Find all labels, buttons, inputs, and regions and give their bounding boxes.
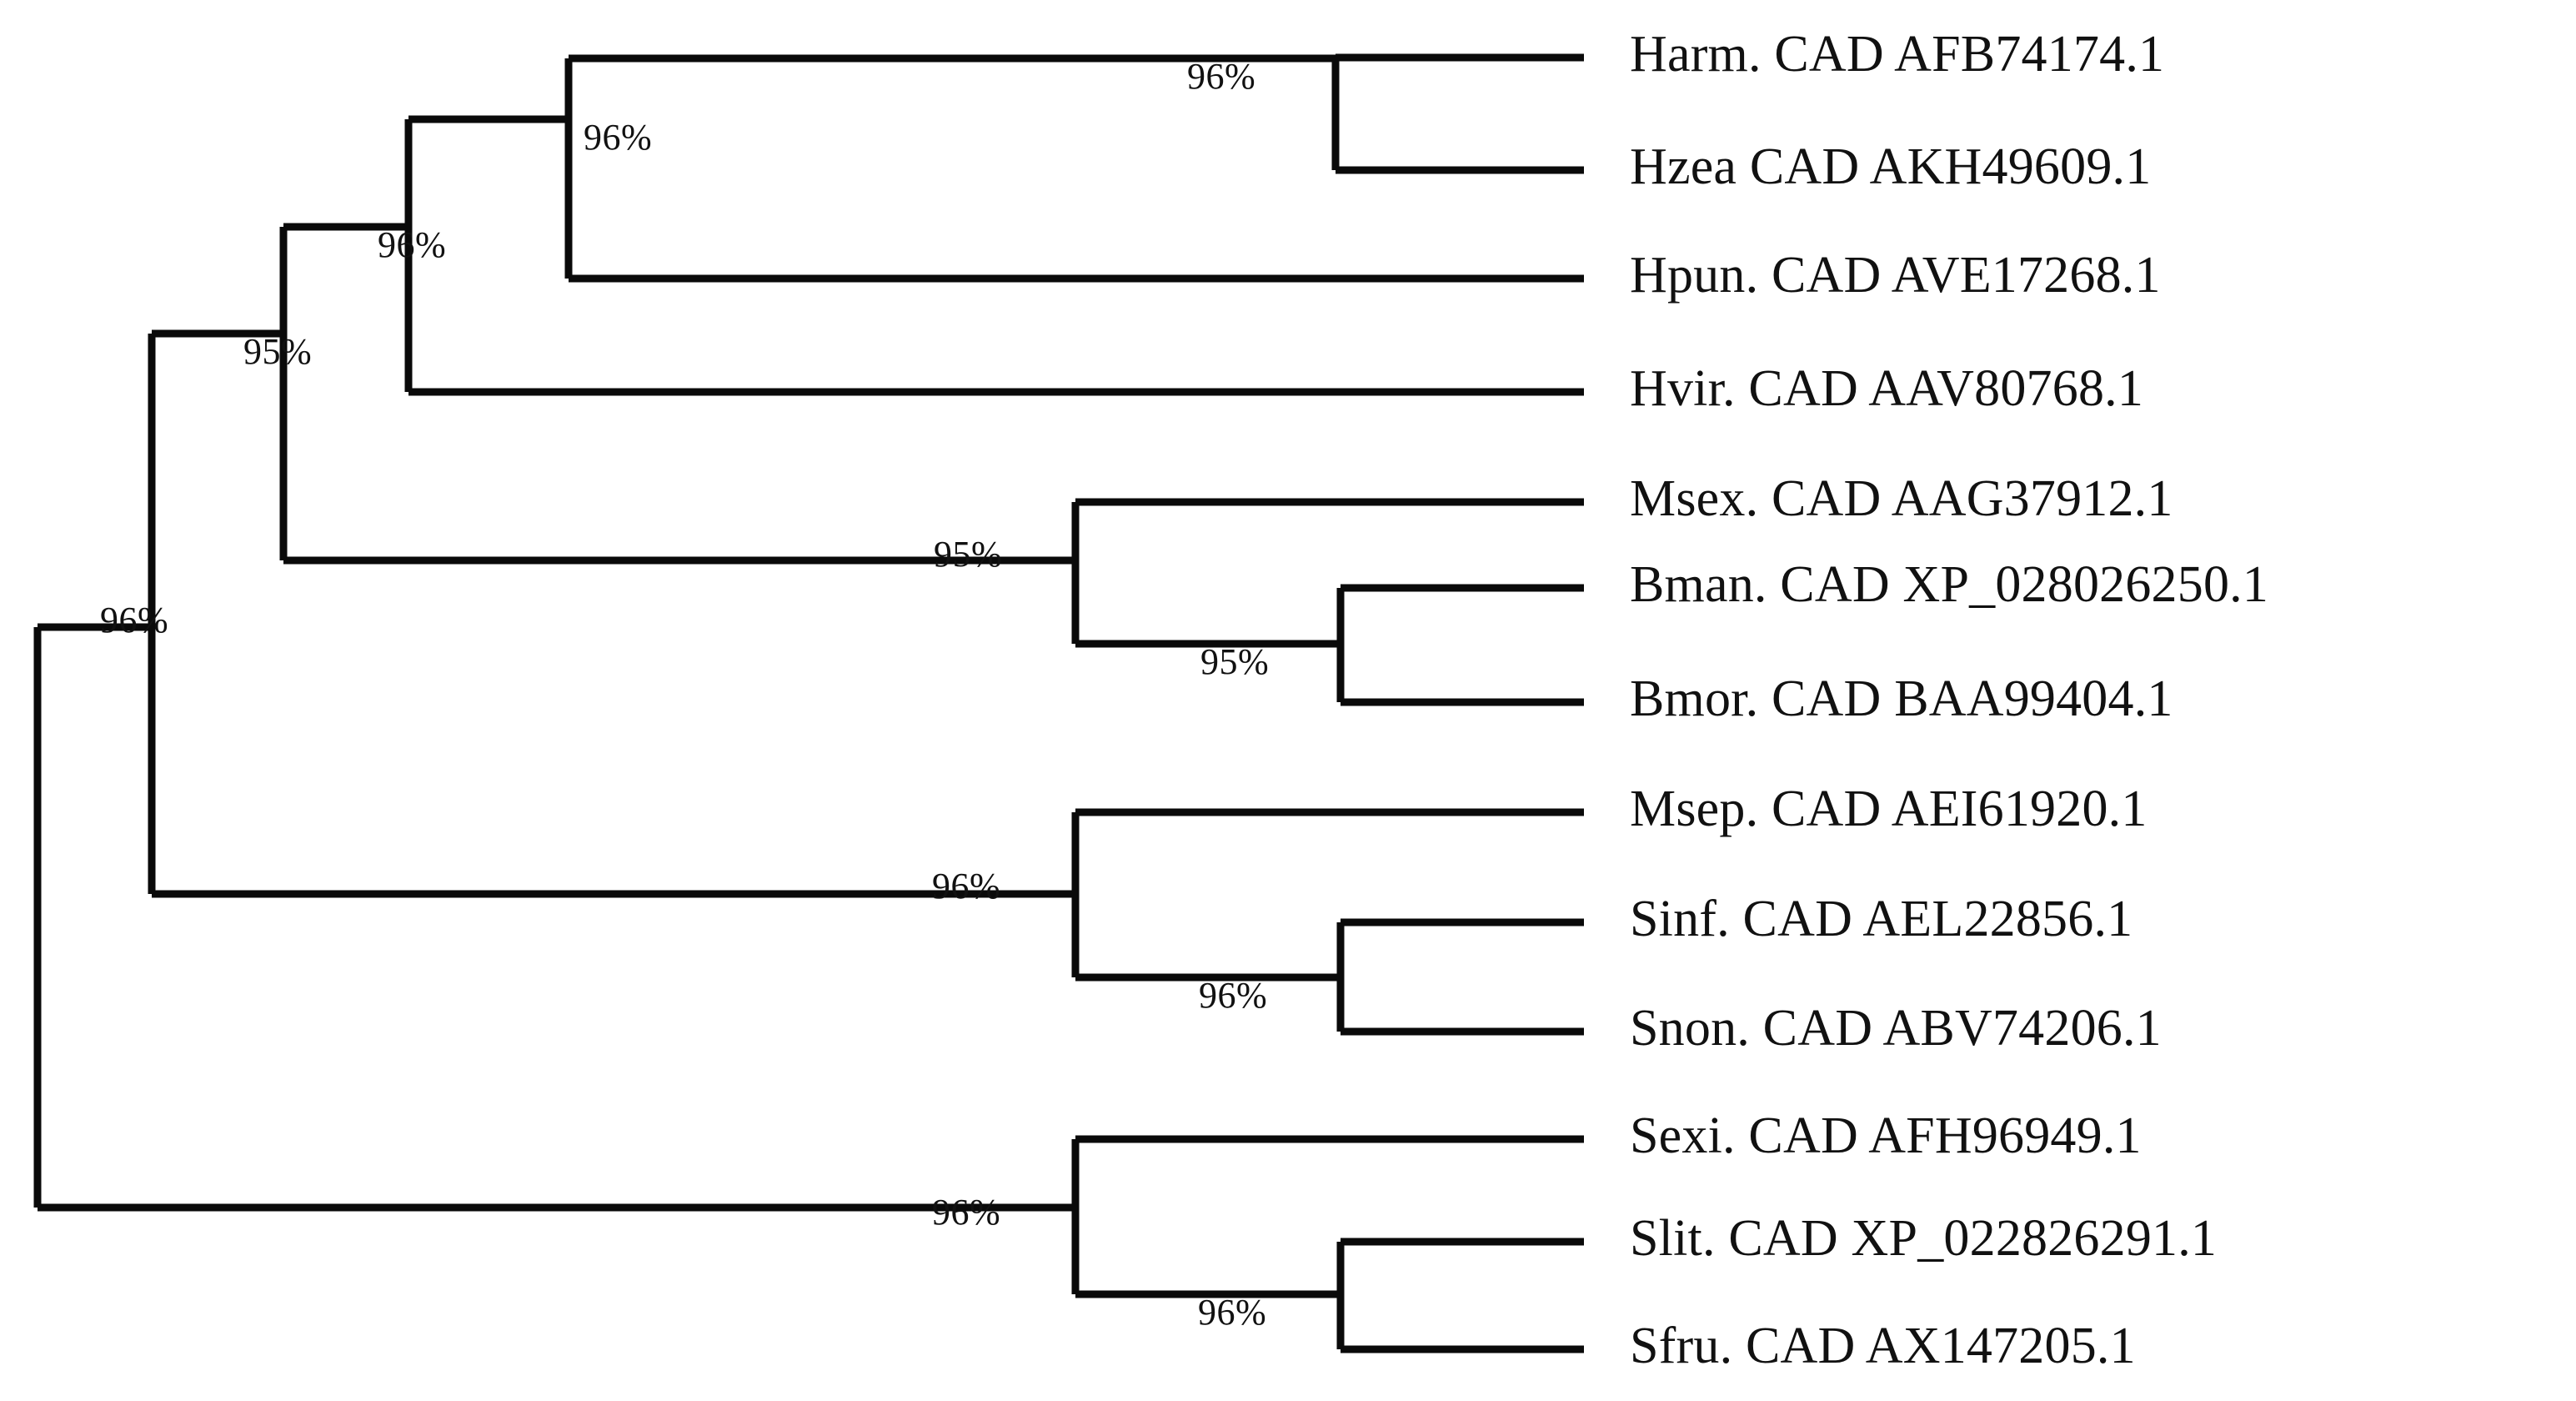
taxon-label-harm: Harm. CAD AFB74174.1 [1630, 26, 2165, 83]
support-label-slit-sfru: 96% [1198, 1292, 1267, 1333]
taxon-label-snon: Snon. CAD ABV74206.1 [1630, 1000, 2162, 1057]
taxon-label-slit: Slit. CAD XP_022826291.1 [1630, 1210, 2218, 1267]
support-label-msep-clade: 96% [932, 866, 1001, 906]
support-label-harm-hzea: 96% [1187, 56, 1256, 97]
taxon-label-hvir: Hvir. CAD AAV80768.1 [1630, 360, 2144, 417]
taxon-label-bmor: Bmor. CAD BAA99404.1 [1630, 670, 2173, 727]
support-label-heliothis: 96% [378, 224, 447, 265]
taxon-label-msep: Msep. CAD AEI61920.1 [1630, 781, 2148, 837]
support-label-hhh: 96% [584, 117, 653, 158]
support-label-upper: 95% [243, 331, 313, 372]
taxon-label-sfru: Sfru. CAD AX147205.1 [1630, 1318, 2136, 1374]
taxon-label-msex: Msex. CAD AAG37912.1 [1630, 470, 2173, 527]
support-label-bombycoid: 95% [934, 534, 1003, 575]
support-label-root: 96% [100, 600, 169, 640]
taxon-label-sexi: Sexi. CAD AFH96949.1 [1630, 1107, 2142, 1164]
taxon-label-bman: Bman. CAD XP_028026250.1 [1630, 556, 2269, 613]
branch-group [33, 53, 1584, 1353]
taxon-label-hpun: Hpun. CAD AVE17268.1 [1630, 247, 2161, 304]
support-label-sexi-clade: 96% [932, 1192, 1001, 1233]
support-label-sinf-snon: 96% [1199, 975, 1268, 1016]
taxon-label-sinf: Sinf. CAD AEL22856.1 [1630, 891, 2133, 947]
support-label-bman-bmor: 95% [1200, 641, 1270, 682]
taxon-label-hzea: Hzea CAD AKH49609.1 [1630, 138, 2152, 195]
